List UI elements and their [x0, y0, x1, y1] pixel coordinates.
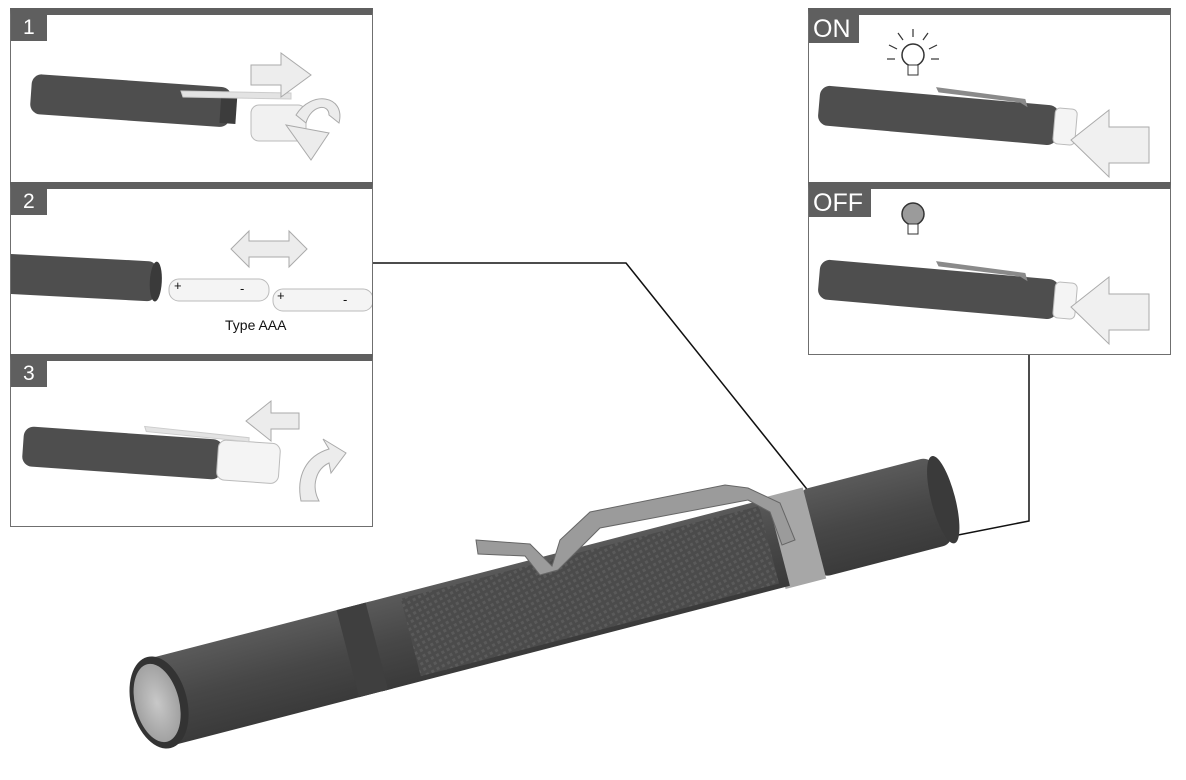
double-arrow-icon: [230, 229, 308, 269]
press-arrow-icon: [1070, 275, 1150, 346]
bulb-off-icon: [901, 202, 925, 235]
step-3-panel: 3: [10, 354, 373, 527]
off-label: OFF: [809, 189, 871, 217]
step-1-illustration: [30, 52, 341, 161]
arrow-right-icon: [250, 52, 312, 98]
battery-1-minus: -: [240, 281, 245, 296]
connector-line-switch: [947, 355, 1030, 538]
step-2-panel: + - + - Type AAA 2: [10, 182, 373, 355]
battery-type-label: Type AAA: [225, 317, 287, 333]
step-3-illustration: [22, 399, 347, 502]
off-state-illustration: [818, 202, 1150, 346]
curved-arrow-icon: [299, 438, 347, 502]
step-2-illustration: [11, 229, 372, 312]
step-1-number: 1: [11, 15, 47, 41]
battery-1: [168, 278, 270, 302]
connector-line-steps: [372, 262, 831, 519]
step-3-number: 3: [11, 361, 47, 387]
off-state-panel: OFF: [808, 182, 1171, 355]
battery-2-plus: +: [277, 288, 285, 303]
rotate-arrow-icon: [284, 98, 341, 161]
battery-2: [272, 288, 372, 312]
step-1-panel: 1: [10, 8, 373, 183]
press-arrow-icon: [1070, 108, 1150, 179]
on-state-illustration: [818, 29, 1150, 179]
step-2-number: 2: [11, 189, 47, 215]
on-label: ON: [809, 15, 859, 43]
bulb-on-icon: [887, 29, 939, 76]
arrow-left-icon: [245, 399, 300, 443]
on-state-panel: ON: [808, 8, 1171, 183]
pocket-clip: [475, 484, 796, 576]
battery-2-minus: -: [343, 292, 348, 307]
battery-1-plus: +: [174, 278, 182, 293]
